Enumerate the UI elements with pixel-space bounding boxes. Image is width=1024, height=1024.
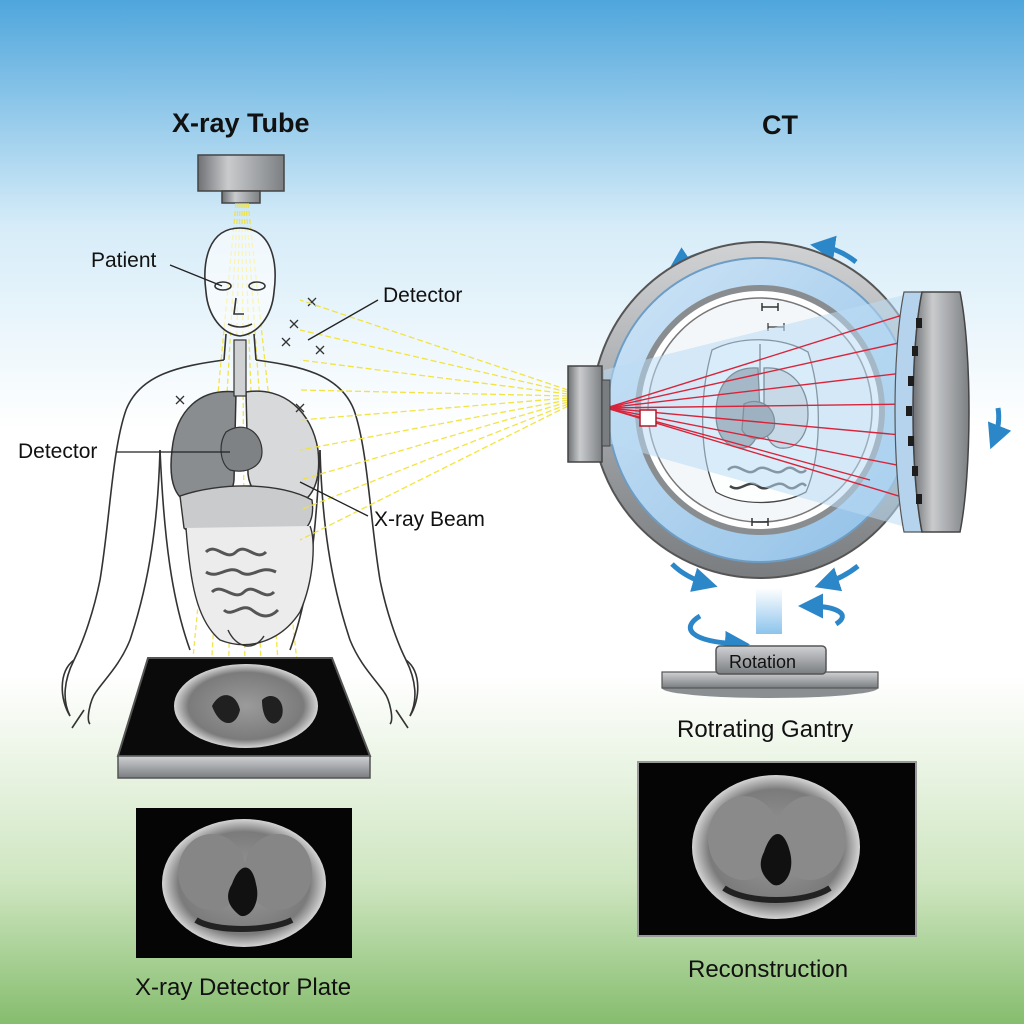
gantry-label: Rotrating Gantry — [677, 716, 854, 743]
rotation-label: Rotation — [729, 652, 797, 672]
patient-body — [61, 227, 419, 729]
ct-detector-array — [894, 291, 970, 533]
reconstruction-label: Reconstruction — [688, 956, 849, 983]
detector-top-label: Detector — [383, 284, 463, 307]
patient-label: Patient — [91, 249, 157, 272]
ct-xray-source — [567, 365, 657, 463]
xray-beam-fan — [299, 299, 569, 541]
detector-plate — [116, 657, 372, 779]
xray-beam-label: X-ray Beam — [374, 508, 485, 531]
rotation-platform — [661, 588, 879, 698]
detector-left-label: Detector — [18, 440, 98, 463]
reconstruction-image — [637, 761, 917, 937]
detector-plate-label: X-ray Detector Plate — [135, 974, 352, 1001]
arrow-bottom-right-icon — [814, 564, 860, 592]
arrow-bottom-left-icon — [670, 562, 718, 592]
detector-marks — [175, 297, 325, 413]
xray-image — [136, 808, 352, 958]
arrow-right-icon — [987, 407, 1012, 450]
ct-beam-cone — [604, 292, 916, 530]
xray-tube — [197, 154, 285, 204]
trachea — [233, 339, 247, 397]
ct-title: CT — [762, 110, 798, 140]
leader-lines — [116, 264, 379, 517]
abdomen-organs — [179, 485, 314, 647]
lungs — [170, 390, 320, 508]
arrow-top-right-icon — [810, 235, 858, 264]
xray-title: X-ray Tube — [172, 108, 310, 138]
